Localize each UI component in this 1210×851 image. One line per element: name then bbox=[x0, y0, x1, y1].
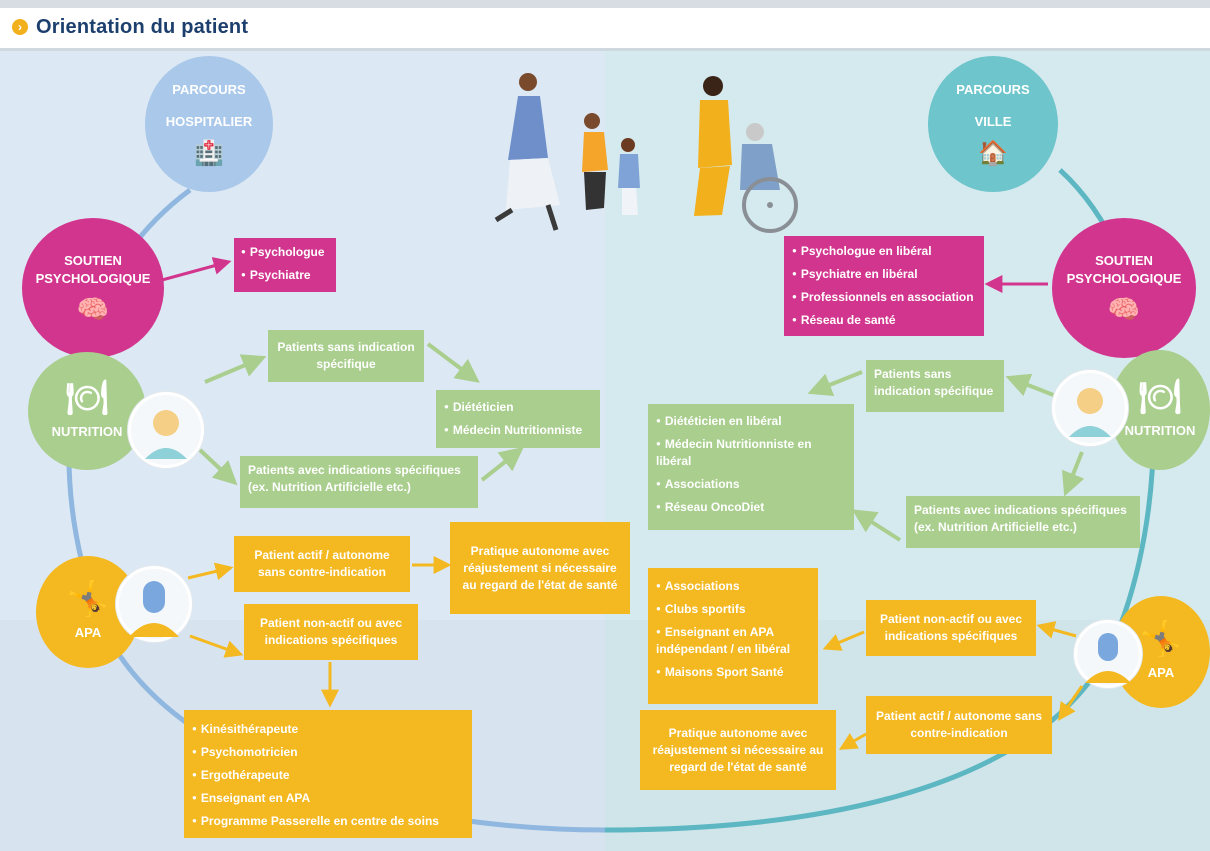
exercise-icon: 🤸 bbox=[1139, 620, 1183, 658]
arrow-nut-diet-right bbox=[807, 370, 863, 397]
list-item: Psychologue en libéral bbox=[792, 242, 976, 260]
parcours-ville-circle: PARCOURS VILLE 🏠 bbox=[928, 56, 1058, 192]
arrow-nut-avec-diet-left bbox=[480, 447, 524, 482]
list-item: Associations bbox=[656, 475, 846, 493]
list-item: Programme Passerelle en centre de soins bbox=[192, 812, 464, 830]
nutrition-avec-right: Patients avec indications spécifiques (e… bbox=[906, 496, 1140, 548]
patient-avatar-left bbox=[116, 566, 192, 642]
apa-nonactif-left: Patient non-actif ou avec indications sp… bbox=[244, 604, 418, 660]
list-item: Médecin Nutritionniste bbox=[444, 421, 592, 439]
arrow-nut-sans-right bbox=[1005, 373, 1057, 398]
parcours-hospitalier-line2: HOSPITALIER bbox=[165, 113, 253, 129]
soutien-line2-right: PSYCHOLOGIQUE bbox=[1066, 270, 1182, 286]
list-item: Réseau de santé bbox=[792, 311, 976, 329]
hospital-icon: 🏥 bbox=[194, 139, 224, 167]
arrow-apa-actif-left bbox=[187, 562, 234, 581]
nutrition-circle-right: 🍽 NUTRITION bbox=[1110, 350, 1210, 470]
chevron-right-icon: › bbox=[12, 19, 28, 35]
list-item: Enseignant en APA indépendant / en libér… bbox=[656, 623, 810, 658]
list-item: Psychiatre en libéral bbox=[792, 265, 976, 283]
arrow-apa-list-right bbox=[822, 630, 865, 651]
cutlery-icon: 🍽 bbox=[1138, 378, 1182, 416]
page-title: Orientation du patient bbox=[36, 16, 249, 38]
list-item: Psychologue bbox=[241, 243, 329, 261]
list-item: Clubs sportifs bbox=[656, 600, 810, 618]
top-strip bbox=[0, 0, 1210, 8]
nutritionist-avatar-left bbox=[128, 392, 204, 468]
houses-icon: 🏠 bbox=[978, 139, 1008, 167]
nutrition-sans-left: Patients sans indication spécifique bbox=[268, 330, 424, 382]
parcours-ville-line2: VILLE bbox=[974, 113, 1012, 129]
apa-pros-right: AssociationsClubs sportifsEnseignant en … bbox=[648, 568, 818, 704]
list-item: Psychomotricien bbox=[192, 743, 464, 761]
arrow-apa-actif-right bbox=[1057, 685, 1084, 721]
apa-pratique-right: Pratique autonome avec réajustement si n… bbox=[640, 710, 836, 790]
soutien-line1-right: SOUTIEN bbox=[1095, 252, 1153, 268]
parcours-ville-line1: PARCOURS bbox=[956, 81, 1030, 97]
list-item: Diététicien en libéral bbox=[656, 412, 846, 430]
nutrition-label-right: NUTRITION bbox=[1124, 423, 1196, 438]
apa-pros-left: KinésithérapeutePsychomotricienErgothéra… bbox=[184, 710, 472, 838]
apa-label-right: APA bbox=[1147, 665, 1175, 680]
list-item: Professionnels en association bbox=[792, 288, 976, 306]
psychology-icon: 🧠 bbox=[76, 293, 110, 324]
soutien-circle-left: SOUTIEN PSYCHOLOGIQUE 🧠 bbox=[22, 218, 164, 358]
nutrition-pros-right: Diététicien en libéralMédecin Nutritionn… bbox=[648, 404, 854, 530]
patient-avatar-right bbox=[1074, 620, 1142, 688]
arrow-apa-nonactif-left bbox=[189, 634, 244, 658]
list-item: Enseignant en APA bbox=[192, 789, 464, 807]
arrow-apa-nonactif-right bbox=[1036, 621, 1077, 639]
apa-nonactif-right: Patient non-actif ou avec indications sp… bbox=[866, 600, 1036, 656]
list-item: Associations bbox=[656, 577, 810, 595]
nutrition-circle-left: 🍽 NUTRITION bbox=[28, 352, 146, 470]
cutlery-icon: 🍽 bbox=[65, 379, 109, 417]
nutrition-pros-left: DiététicienMédecin Nutritionniste bbox=[436, 390, 600, 448]
apa-actif-left: Patient actif / autonome sans contre-ind… bbox=[234, 536, 410, 592]
list-item: Kinésithérapeute bbox=[192, 720, 464, 738]
nutritionist-avatar-right bbox=[1052, 370, 1128, 446]
soutien-line2-left: PSYCHOLOGIQUE bbox=[35, 270, 151, 286]
arrow-nut-avec-left bbox=[198, 448, 238, 486]
psychology-icon: 🧠 bbox=[1107, 293, 1141, 324]
list-item: Diététicien bbox=[444, 398, 592, 416]
list-item: Réseau OncoDiet bbox=[656, 498, 846, 516]
arrow-nut-diet-left bbox=[426, 342, 480, 383]
apa-actif-right: Patient actif / autonome sans contre-ind… bbox=[866, 696, 1052, 754]
arrow-nut-avec-right bbox=[1061, 451, 1085, 497]
soutien-line1-left: SOUTIEN bbox=[64, 252, 122, 268]
arrow-nut-sans-left bbox=[204, 354, 267, 384]
nutrition-avec-left: Patients avec indications spécifiques (e… bbox=[240, 456, 478, 508]
nutrition-label-left: NUTRITION bbox=[51, 424, 123, 439]
nutrition-sans-right: Patients sans indication spécifique bbox=[866, 360, 1004, 412]
parcours-hospitalier-line1: PARCOURS bbox=[172, 81, 246, 97]
soutien-list-right: Psychologue en libéralPsychiatre en libé… bbox=[784, 236, 984, 336]
list-item: Maisons Sport Santé bbox=[656, 663, 810, 681]
arrow-nut-avec-diet-right bbox=[851, 509, 902, 542]
people-illustration bbox=[494, 73, 798, 233]
apa-label-left: APA bbox=[74, 625, 102, 640]
parcours-hospitalier-circle: PARCOURS HOSPITALIER 🏥 bbox=[145, 56, 273, 192]
soutien-list-left: PsychologuePsychiatre bbox=[234, 238, 336, 292]
soutien-circle-right: SOUTIEN PSYCHOLOGIQUE 🧠 bbox=[1052, 218, 1196, 358]
section-header: › Orientation du patient bbox=[0, 8, 1210, 51]
list-item: Médecin Nutritionniste en libéral bbox=[656, 435, 846, 470]
list-item: Ergothérapeute bbox=[192, 766, 464, 784]
arrow-apa-pratique-right bbox=[838, 732, 867, 750]
apa-pratique-left: Pratique autonome avec réajustement si n… bbox=[450, 522, 630, 614]
exercise-icon: 🤸 bbox=[66, 580, 110, 618]
list-item: Psychiatre bbox=[241, 266, 329, 284]
arrow-soutien-left bbox=[161, 257, 232, 282]
